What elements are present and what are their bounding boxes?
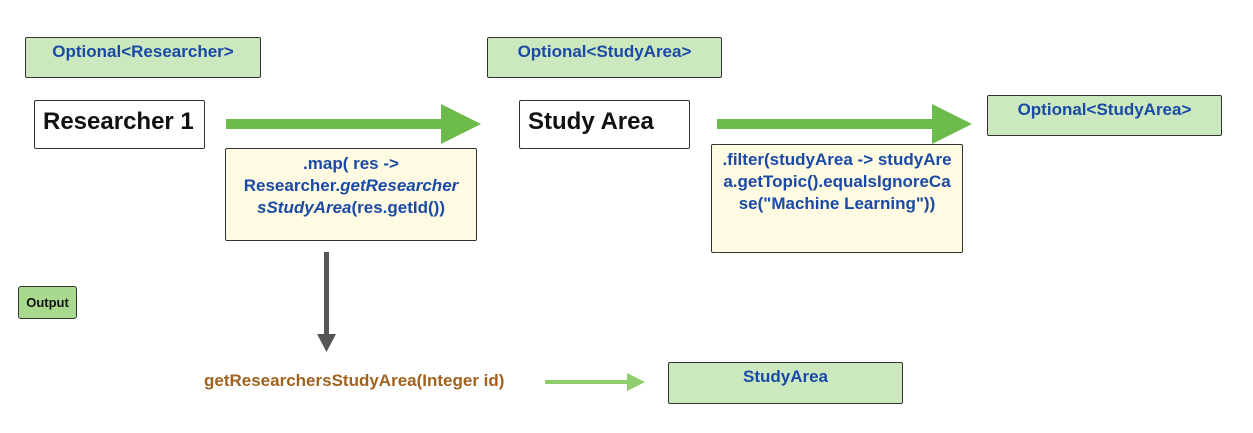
map-note: .map( res -> Researcher.getResearcher sS… <box>225 148 477 241</box>
optional-study-area-label: Optional<StudyArea> <box>517 42 692 61</box>
study-area-type-label: StudyArea <box>742 367 829 386</box>
study-area-type-box: StudyArea <box>668 362 903 404</box>
method-signature: getResearchersStudyArea(Integer id) <box>204 371 505 390</box>
map-note-line2-italic: getResearcher <box>340 176 459 195</box>
down-arrow <box>317 252 336 352</box>
filter-note: .filter(studyArea -> studyArea.getTopic(… <box>711 144 963 253</box>
map-arrow <box>226 104 481 144</box>
filter-arrow <box>717 104 972 144</box>
study-area-node-label: Study Area <box>528 108 654 135</box>
filter-note-text: .filter(studyArea -> studyArea.getTopic(… <box>722 150 952 213</box>
map-note-line3-plain: (res.getId()) <box>351 198 445 217</box>
map-note-line3-italic: sStudyArea <box>257 198 352 217</box>
optional-study-area-result-label: Optional<StudyArea> <box>1017 100 1192 119</box>
optional-researcher-label: Optional<Researcher> <box>52 42 234 61</box>
optional-study-area-result-box: Optional<StudyArea> <box>987 95 1222 136</box>
map-note-line1: .map( res -> <box>303 154 399 173</box>
map-note-text: .map( res -> Researcher.getResearcher sS… <box>230 153 472 219</box>
output-legend: Output <box>18 286 77 319</box>
study-area-node: Study Area <box>519 100 690 149</box>
map-note-line2-plain: Researcher. <box>243 176 341 195</box>
returns-arrow <box>545 373 645 391</box>
optional-researcher-box: Optional<Researcher> <box>25 37 261 78</box>
researcher-node: Researcher 1 <box>34 100 205 149</box>
researcher-node-label: Researcher 1 <box>43 108 194 135</box>
optional-study-area-box: Optional<StudyArea> <box>487 37 722 78</box>
